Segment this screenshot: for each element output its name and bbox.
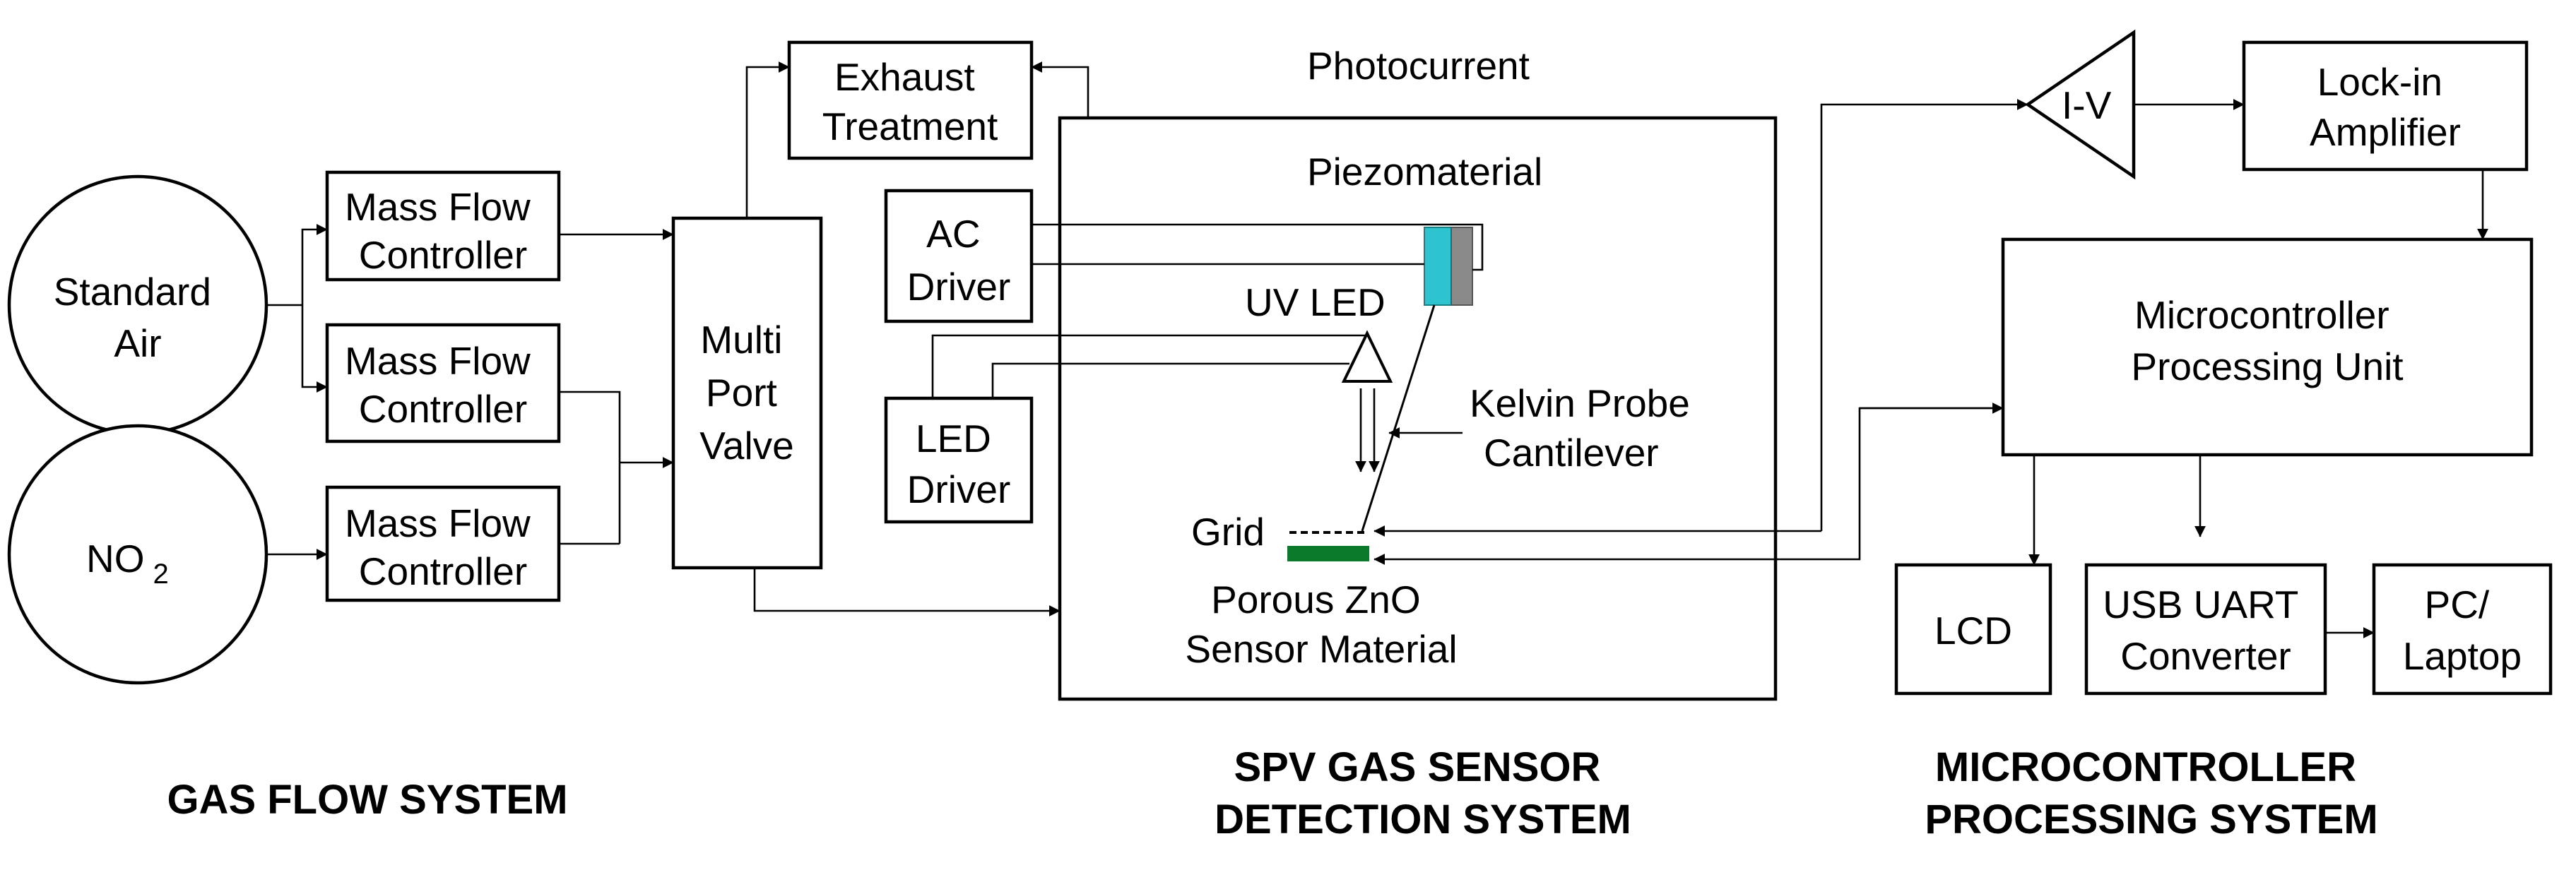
svg-text:LED Driver: LED Driver (907, 417, 1011, 511)
spv-title-line2: DETECTION SYSTEM (1215, 797, 1631, 842)
zno-sensor-layer (1287, 546, 1369, 561)
svg-text:Multi Port Valve: Multi Port Valve (699, 318, 794, 467)
svg-text:Mass Flow Controller: Mass Flow Controller (345, 501, 541, 593)
lockin-line1: Lock-in (2317, 60, 2442, 104)
exhaust-treatment: Exhaust Treatment (787, 40, 1034, 160)
svg-text:Mass Flow Controller: Mass Flow Controller (345, 339, 541, 431)
valve-line3: Valve (699, 424, 794, 467)
valve-to-chamber-arrow (753, 568, 1060, 616)
piezomaterial-label: Piezomaterial (1307, 150, 1542, 193)
uv-led-label: UV LED (1245, 280, 1386, 324)
mfc1-line2: Controller (359, 233, 527, 277)
led-driver-wire-outer (931, 334, 1367, 398)
mcu-line2: Processing Unit (2131, 345, 2403, 388)
no2-label: NO 2 (86, 537, 169, 590)
grid-photocurrent-line (1820, 99, 2028, 531)
no2-label-main: NO (86, 537, 145, 580)
iv-converter-label: I-V (2062, 83, 2112, 127)
microcontroller-processing-unit: Microcontroller Processing Unit (2001, 237, 2534, 457)
mass-flow-controller-1: Mass Flow Controller (325, 170, 561, 282)
no2-label-subscript: 2 (153, 559, 169, 590)
usb-uart-converter: USB UART Converter (2084, 563, 2327, 696)
grid-label: Grid (1191, 510, 1265, 554)
spv-sensor-chamber (1058, 116, 1778, 701)
ac-driver-line2: Driver (907, 265, 1011, 309)
connectors (266, 61, 2488, 638)
exhaust-line1: Exhaust (834, 55, 975, 99)
exhaust-line2: Treatment (822, 105, 998, 148)
svg-text:Lock-in Amplifier: Lock-in Amplifier (2310, 60, 2461, 154)
ac-driver-line1: AC (926, 212, 980, 256)
lcd-label: LCD (1934, 609, 2012, 652)
zno-label-line2: Sensor Material (1185, 627, 1457, 671)
photocurrent-label: Photocurrent (1307, 44, 1530, 88)
piezo-cyan-layer (1424, 227, 1452, 306)
mcu-line1: Microcontroller (2134, 293, 2389, 337)
mfc3-line1: Mass Flow (345, 501, 531, 545)
mfc3-line2: Controller (359, 549, 527, 593)
lock-in-amplifier: Lock-in Amplifier (2242, 40, 2529, 172)
pc-line2: Laptop (2403, 634, 2522, 678)
svg-text:Exhaust Treatment: Exhaust Treatment (822, 55, 998, 148)
svg-text:Mass Flow Controller: Mass Flow Controller (345, 185, 541, 277)
led-driver: LED Driver (884, 396, 1034, 524)
usb-uart-line1: USB UART (2103, 583, 2298, 626)
svg-text:PC/ Laptop: PC/ Laptop (2403, 583, 2522, 678)
no2-source: NO 2 (7, 424, 268, 685)
mfc2-line1: Mass Flow (345, 339, 531, 383)
valve-line1: Multi (700, 318, 782, 362)
ac-driver: AC Driver (884, 189, 1034, 323)
spv-title-line1: SPV GAS SENSOR (1234, 744, 1600, 790)
lockin-line2: Amplifier (2310, 110, 2461, 154)
kelvin-probe-cantilever (1361, 304, 1436, 532)
iv-converter: I-V (2024, 29, 2136, 180)
svg-text:MICROCONTROLLER PROCESSING: MICROCONTROLLER PROCESSING SYSTEM (1925, 744, 2377, 842)
gas-flow-system-title: GAS FLOW SYSTEM (167, 777, 567, 823)
multi-port-valve: Multi Port Valve (671, 216, 823, 570)
led-driver-wire-inner (991, 362, 1349, 398)
pc-laptop: PC/ Laptop (2372, 563, 2553, 696)
standard-air-source: Standard Air (7, 174, 268, 436)
mass-flow-controller-3: Mass Flow Controller (325, 485, 561, 602)
mfc2-output-line (559, 391, 621, 544)
valve-line2: Port (706, 371, 777, 415)
kelvin-probe-label-line2: Cantilever (1484, 431, 1659, 475)
pc-line1: PC/ (2425, 583, 2490, 626)
piezomaterial-element (1424, 227, 1473, 306)
svg-text:Standard Air: Standard Air (54, 270, 223, 365)
mfc2-line2: Controller (359, 387, 527, 431)
micro-title-line1: MICROCONTROLLER (1935, 744, 2356, 790)
lcd-display: LCD (1894, 563, 2052, 696)
uv-led-icon (1341, 330, 1393, 383)
svg-text:Porous ZnO Sensor Material: Porous ZnO Sensor Material (1185, 578, 1457, 671)
svg-text:Microcontroller Processi: Microcontroller Processing Unit (2131, 293, 2403, 388)
mass-flow-controller-2: Mass Flow Controller (325, 323, 561, 443)
valve-to-exhaust-arrow (745, 61, 790, 218)
zno-label-line1: Porous ZnO (1211, 578, 1421, 621)
svg-text:SPV GAS SENSOR DETECTION S: SPV GAS SENSOR DETECTION SYSTEM (1215, 744, 1631, 842)
svg-text:USB UART Converter: USB UART Converter (2103, 583, 2308, 678)
ac-driver-wire-top (1032, 223, 1484, 271)
led-driver-line2: Driver (907, 467, 1011, 511)
micro-title-line2: PROCESSING SYSTEM (1925, 797, 2377, 842)
mfc1-line1: Mass Flow (345, 185, 531, 229)
standard-air-label-line2: Air (114, 321, 161, 365)
piezo-gray-layer (1451, 227, 1473, 306)
air-to-mfc1-arrow (301, 224, 328, 305)
usb-uart-line2: Converter (2120, 634, 2291, 678)
kelvin-probe-label-line1: Kelvin Probe (1470, 381, 1690, 425)
air-to-mfc2-arrow (301, 305, 328, 393)
standard-air-label-line1: Standard (54, 270, 211, 314)
led-driver-line1: LED (916, 417, 991, 460)
chamber-to-exhaust-arrow (1031, 61, 1089, 118)
svg-text:AC Driver: AC Driver (907, 212, 1011, 309)
